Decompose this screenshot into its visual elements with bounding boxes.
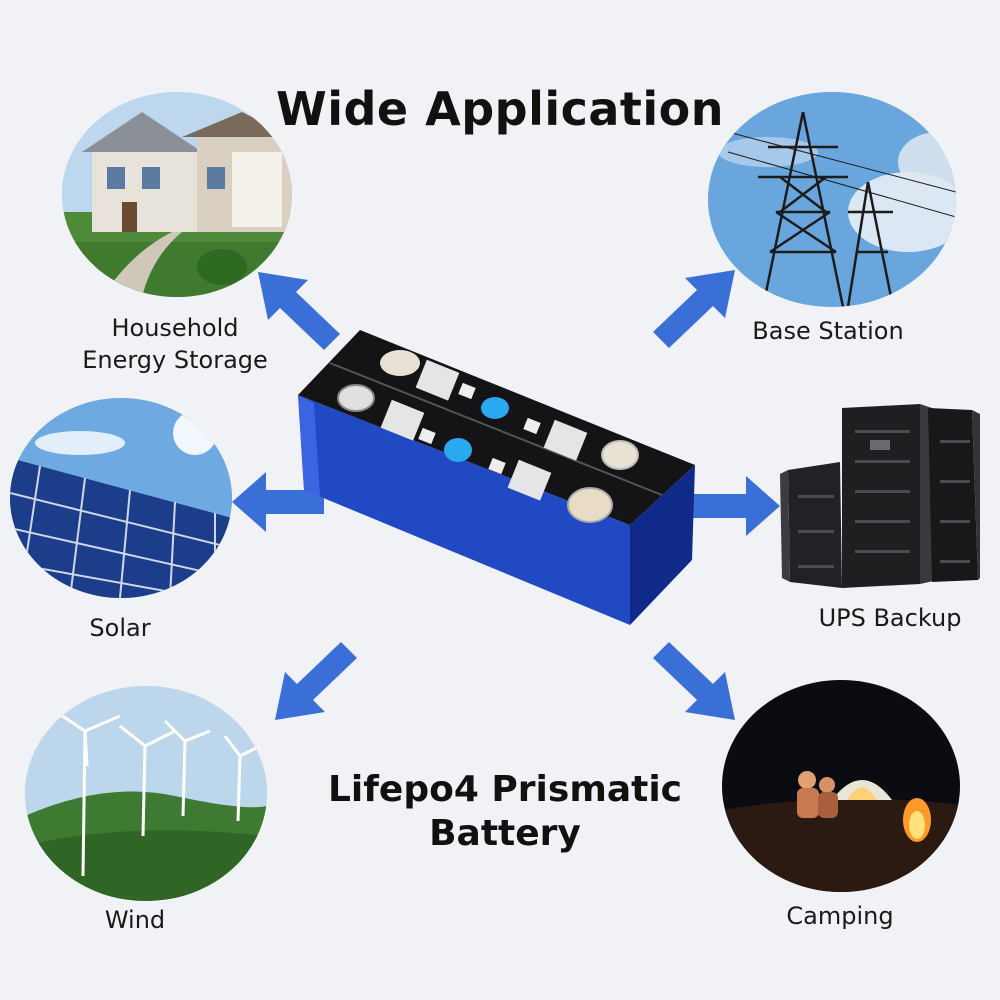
arrow-right-icon: [688, 476, 780, 536]
camping-image: [722, 680, 960, 892]
household-image: [62, 92, 292, 297]
wind-image: [25, 686, 267, 901]
solar-label: Solar: [89, 614, 151, 642]
arrow-down-left-icon: [275, 642, 357, 720]
ups-image: [780, 400, 980, 594]
household-label-line2: Energy Storage: [82, 346, 268, 374]
camping-label: Camping: [786, 902, 894, 930]
wind-label: Wind: [104, 906, 166, 934]
base-station-image: [708, 92, 956, 307]
product-title-line2: Battery: [429, 813, 581, 854]
base-station-label: Base Station: [752, 317, 904, 345]
arrow-up-right-icon: [653, 270, 735, 348]
arrow-down-right-icon: [653, 642, 735, 720]
product-title-line1: Lifepo4 Prismatic: [327, 769, 683, 810]
ups-label: UPS Backup: [818, 604, 962, 632]
page-title: Wide Application: [275, 82, 725, 136]
product-title: Lifepo4 Prismatic Battery: [300, 768, 710, 856]
solar-image: [10, 398, 232, 598]
household-label-line1: Household: [111, 314, 239, 342]
battery-image: [290, 325, 700, 639]
household-label: Household Energy Storage: [60, 312, 290, 376]
arrow-left-icon: [232, 472, 324, 532]
arrow-up-left-icon: [258, 272, 340, 350]
